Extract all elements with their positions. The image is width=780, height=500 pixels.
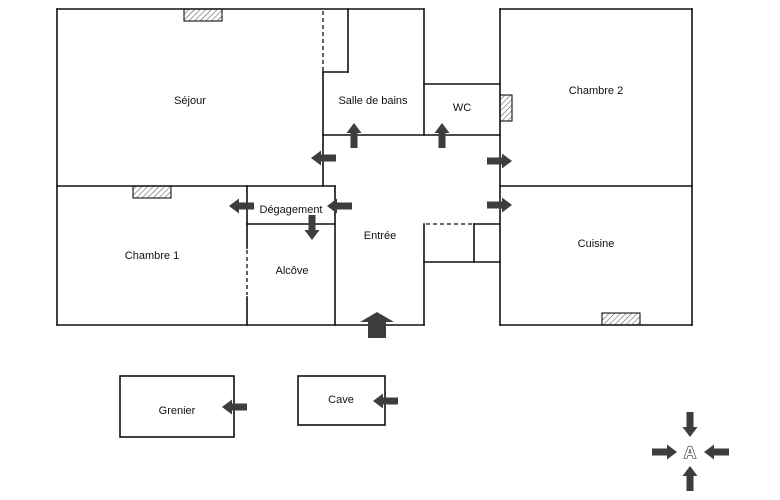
room-label-cuisine: Cuisine <box>578 238 615 250</box>
view-marker: A <box>652 412 729 491</box>
entrance-arrow <box>360 312 394 338</box>
walls <box>56 8 693 326</box>
room-label-chambre-2: Chambre 2 <box>569 85 623 97</box>
marker-label: A <box>684 443 696 462</box>
hatch-cuisine <box>601 312 641 326</box>
room-label-wc: WC <box>453 102 471 114</box>
hatch-sejour <box>183 8 223 22</box>
room-label-chambre-1: Chambre 1 <box>125 250 179 262</box>
hatch-chambre-1 <box>132 185 172 199</box>
room-label-salle-de-bains: Salle de bains <box>338 95 408 107</box>
room-label-cave: Cave <box>328 394 354 406</box>
hatched-elements <box>132 8 641 326</box>
room-label-alcove: Alcôve <box>275 265 308 277</box>
room-labels: Séjour Salle de bains WC Chambre 2 Dégag… <box>125 85 623 417</box>
door-arrows <box>222 123 512 415</box>
room-label-degagement: Dégagement <box>260 204 323 216</box>
hatch-wc <box>499 94 513 122</box>
room-label-grenier: Grenier <box>159 405 196 417</box>
room-label-sejour: Séjour <box>174 95 206 107</box>
room-label-entree: Entrée <box>364 230 396 242</box>
